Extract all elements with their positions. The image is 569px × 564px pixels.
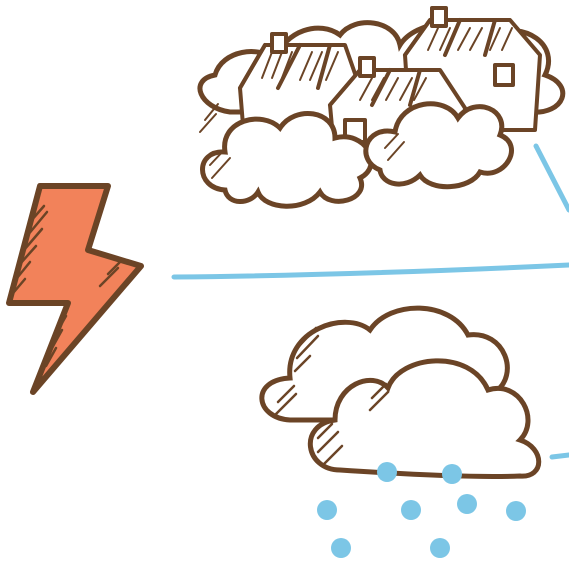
short-connector <box>552 455 569 457</box>
houses-in-clouds-illustration <box>200 8 563 206</box>
raindrop <box>401 500 421 520</box>
raindrop <box>377 462 397 482</box>
horizontal-connector <box>174 265 569 277</box>
raindrop <box>442 464 462 484</box>
raindrop <box>331 538 351 558</box>
rain-cloud-icon <box>262 308 539 558</box>
raindrop <box>457 494 477 514</box>
lightning-bolt-icon <box>9 186 141 392</box>
raindrop <box>506 501 526 521</box>
chimney-left <box>272 34 286 52</box>
raindrop <box>430 538 450 558</box>
chimney-middle <box>360 58 374 76</box>
diagonal-connector <box>536 146 569 210</box>
raindrop <box>317 500 337 520</box>
chimney-right <box>432 8 446 26</box>
window <box>495 65 513 85</box>
